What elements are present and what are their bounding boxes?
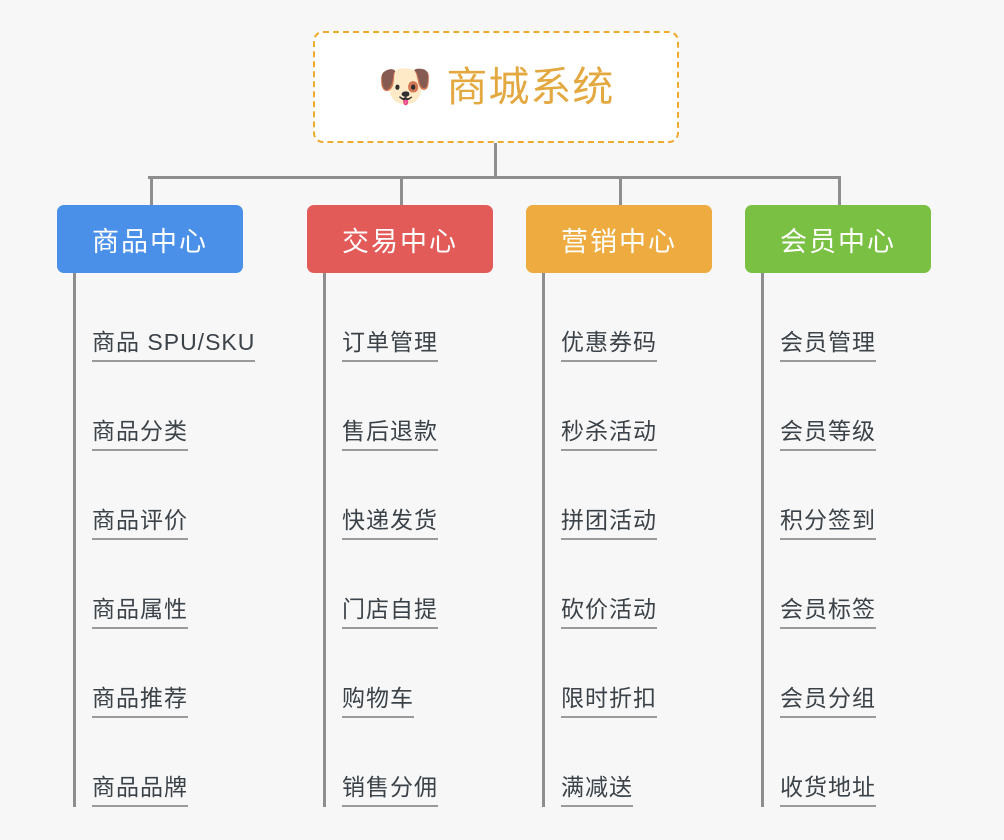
- leaf-item[interactable]: 满减送: [542, 718, 742, 807]
- leaf-item[interactable]: 会员管理: [761, 273, 961, 362]
- leaf-item-label: 购物车: [342, 685, 414, 718]
- leaf-item-label: 商品属性: [92, 596, 188, 629]
- connector-drop: [838, 176, 841, 205]
- leaf-item-label: 拼团活动: [561, 507, 657, 540]
- leaf-item-label: 砍价活动: [561, 596, 657, 629]
- category-header-3[interactable]: 营销中心: [526, 205, 712, 273]
- root-node-label: 商城系统: [446, 63, 615, 110]
- leaf-item-label: 商品 SPU/SKU: [92, 329, 256, 362]
- leaf-item[interactable]: 商品评价: [73, 451, 273, 540]
- leaf-item-label: 限时折扣: [561, 685, 657, 718]
- leaf-list: 会员管理会员等级积分签到会员标签会员分组收货地址: [761, 273, 961, 807]
- leaf-item-label: 优惠券码: [561, 329, 657, 362]
- leaf-item[interactable]: 会员标签: [761, 540, 961, 629]
- leaf-item[interactable]: 门店自提: [323, 540, 523, 629]
- leaf-item-label: 会员等级: [780, 418, 876, 451]
- leaf-item-label: 商品分类: [92, 418, 188, 451]
- category-header-2[interactable]: 交易中心: [307, 205, 493, 273]
- leaf-item[interactable]: 商品分类: [73, 362, 273, 451]
- connector-rail: [542, 273, 545, 807]
- leaf-item-label: 秒杀活动: [561, 418, 657, 451]
- leaf-item-label: 订单管理: [342, 329, 438, 362]
- category-header-4[interactable]: 会员中心: [745, 205, 931, 273]
- leaf-item-label: 售后退款: [342, 418, 438, 451]
- connector-rail: [73, 273, 76, 807]
- leaf-item-label: 销售分佣: [342, 774, 438, 807]
- leaf-item-label: 商品品牌: [92, 774, 188, 807]
- connector-bus: [148, 176, 838, 179]
- leaf-item[interactable]: 砍价活动: [542, 540, 742, 629]
- leaf-item-label: 会员标签: [780, 596, 876, 629]
- leaf-item[interactable]: 销售分佣: [323, 718, 523, 807]
- leaf-item[interactable]: 会员分组: [761, 629, 961, 718]
- leaf-list: 优惠券码秒杀活动拼团活动砍价活动限时折扣满减送: [542, 273, 742, 807]
- leaf-item[interactable]: 商品推荐: [73, 629, 273, 718]
- leaf-item-label: 积分签到: [780, 507, 876, 540]
- connector-drop: [400, 176, 403, 205]
- leaf-item-label: 快递发货: [342, 507, 438, 540]
- leaf-item-label: 会员分组: [780, 685, 876, 718]
- leaf-item[interactable]: 商品属性: [73, 540, 273, 629]
- leaf-item-label: 收货地址: [780, 774, 876, 807]
- leaf-item[interactable]: 会员等级: [761, 362, 961, 451]
- leaf-item-label: 会员管理: [780, 329, 876, 362]
- connector-rail: [323, 273, 326, 807]
- leaf-item[interactable]: 订单管理: [323, 273, 523, 362]
- leaf-item[interactable]: 商品 SPU/SKU: [73, 273, 273, 362]
- leaf-item-label: 满减送: [561, 774, 633, 807]
- leaf-item[interactable]: 拼团活动: [542, 451, 742, 540]
- leaf-item[interactable]: 积分签到: [761, 451, 961, 540]
- leaf-item-label: 商品推荐: [92, 685, 188, 718]
- leaf-item[interactable]: 收货地址: [761, 718, 961, 807]
- connector-rail: [761, 273, 764, 807]
- leaf-list: 商品 SPU/SKU 商品分类商品评价商品属性商品推荐商品品牌: [73, 273, 273, 807]
- leaf-item[interactable]: 商品品牌: [73, 718, 273, 807]
- leaf-item[interactable]: 秒杀活动: [542, 362, 742, 451]
- leaf-list: 订单管理售后退款快递发货门店自提购物车销售分佣: [323, 273, 523, 807]
- shiba-dog-face-icon: 🐶: [377, 62, 433, 111]
- connector-drop: [619, 176, 622, 205]
- leaf-item-label: 商品评价: [92, 507, 188, 540]
- leaf-item[interactable]: 购物车: [323, 629, 523, 718]
- category-header-label: 会员中心: [780, 226, 896, 257]
- root-node[interactable]: 🐶 商城系统: [313, 31, 679, 143]
- connector-trunk: [494, 143, 497, 178]
- category-header-label: 商品中心: [92, 226, 208, 257]
- category-header-label: 交易中心: [342, 226, 458, 257]
- leaf-item[interactable]: 限时折扣: [542, 629, 742, 718]
- category-header-label: 营销中心: [561, 226, 677, 257]
- category-header-1[interactable]: 商品中心: [57, 205, 243, 273]
- leaf-item-label: 门店自提: [342, 596, 438, 629]
- leaf-item[interactable]: 快递发货: [323, 451, 523, 540]
- connector-drop: [150, 176, 153, 205]
- leaf-item[interactable]: 优惠券码: [542, 273, 742, 362]
- leaf-item[interactable]: 售后退款: [323, 362, 523, 451]
